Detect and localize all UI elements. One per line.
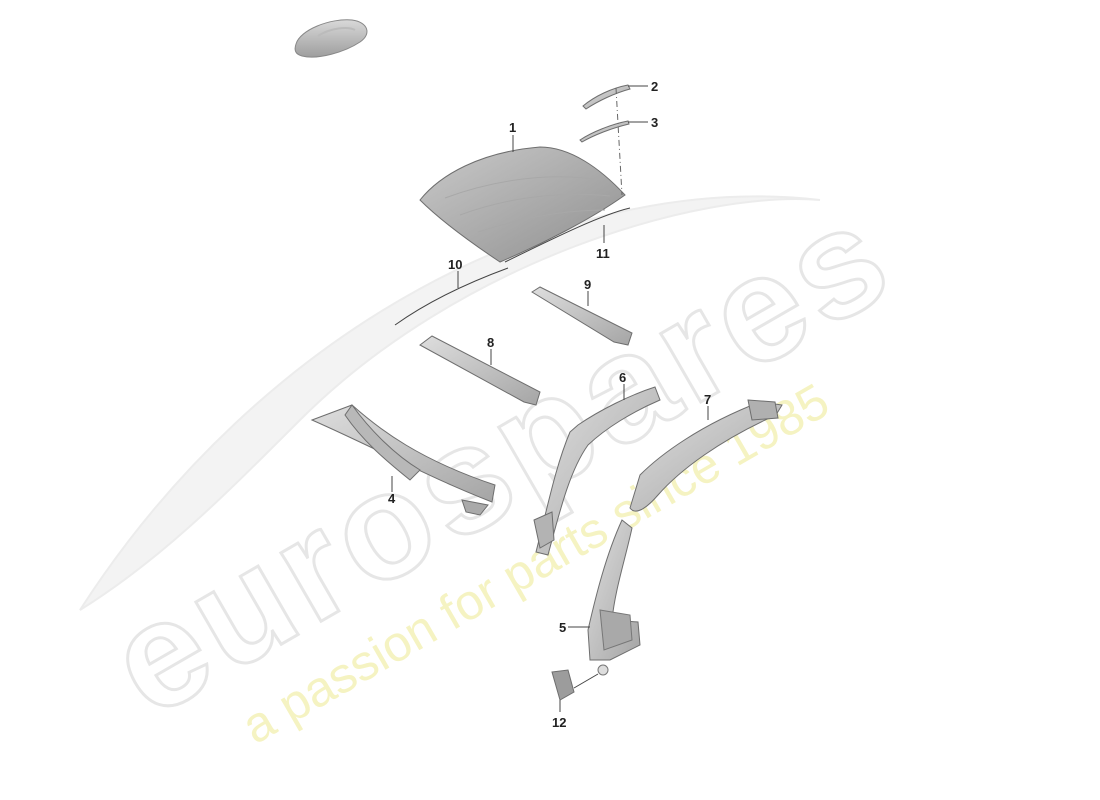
watermark-swoosh (79, 195, 821, 611)
callouts: 1 2 3 4 5 6 7 8 9 10 11 12 (388, 79, 711, 730)
leader-lines (391, 85, 709, 712)
part-moulding-10 (394, 267, 509, 326)
callout-6: 6 (619, 370, 626, 385)
part-roof-rail-7 (629, 399, 783, 512)
part-roof-panel (419, 146, 626, 263)
callout-12: 12 (552, 715, 566, 730)
callout-4: 4 (388, 491, 396, 506)
callout-8: 8 (487, 335, 494, 350)
part-moulding-11 (504, 207, 631, 263)
part-front-header-4 (310, 404, 496, 516)
part-trim-strip-2 (582, 84, 631, 110)
car-thumbnail-icon (294, 19, 368, 58)
callout-5: 5 (559, 620, 566, 635)
part-trim-strip-3 (579, 120, 630, 143)
part-b-pillar-5 (587, 519, 641, 676)
callout-3: 3 (651, 115, 658, 130)
axis-line-2-3 (615, 87, 623, 196)
part-bracket-12 (551, 669, 575, 701)
part-a-pillar-6 (533, 386, 661, 556)
leader-12-link (573, 673, 599, 689)
part-cross-member-8 (419, 335, 541, 406)
callout-7: 7 (704, 392, 711, 407)
callout-2: 2 (651, 79, 658, 94)
part-cross-member-9 (531, 286, 633, 346)
callout-10: 10 (448, 257, 462, 272)
callout-11: 11 (596, 246, 610, 261)
callout-9: 9 (584, 277, 591, 292)
callout-1: 1 (509, 120, 516, 135)
